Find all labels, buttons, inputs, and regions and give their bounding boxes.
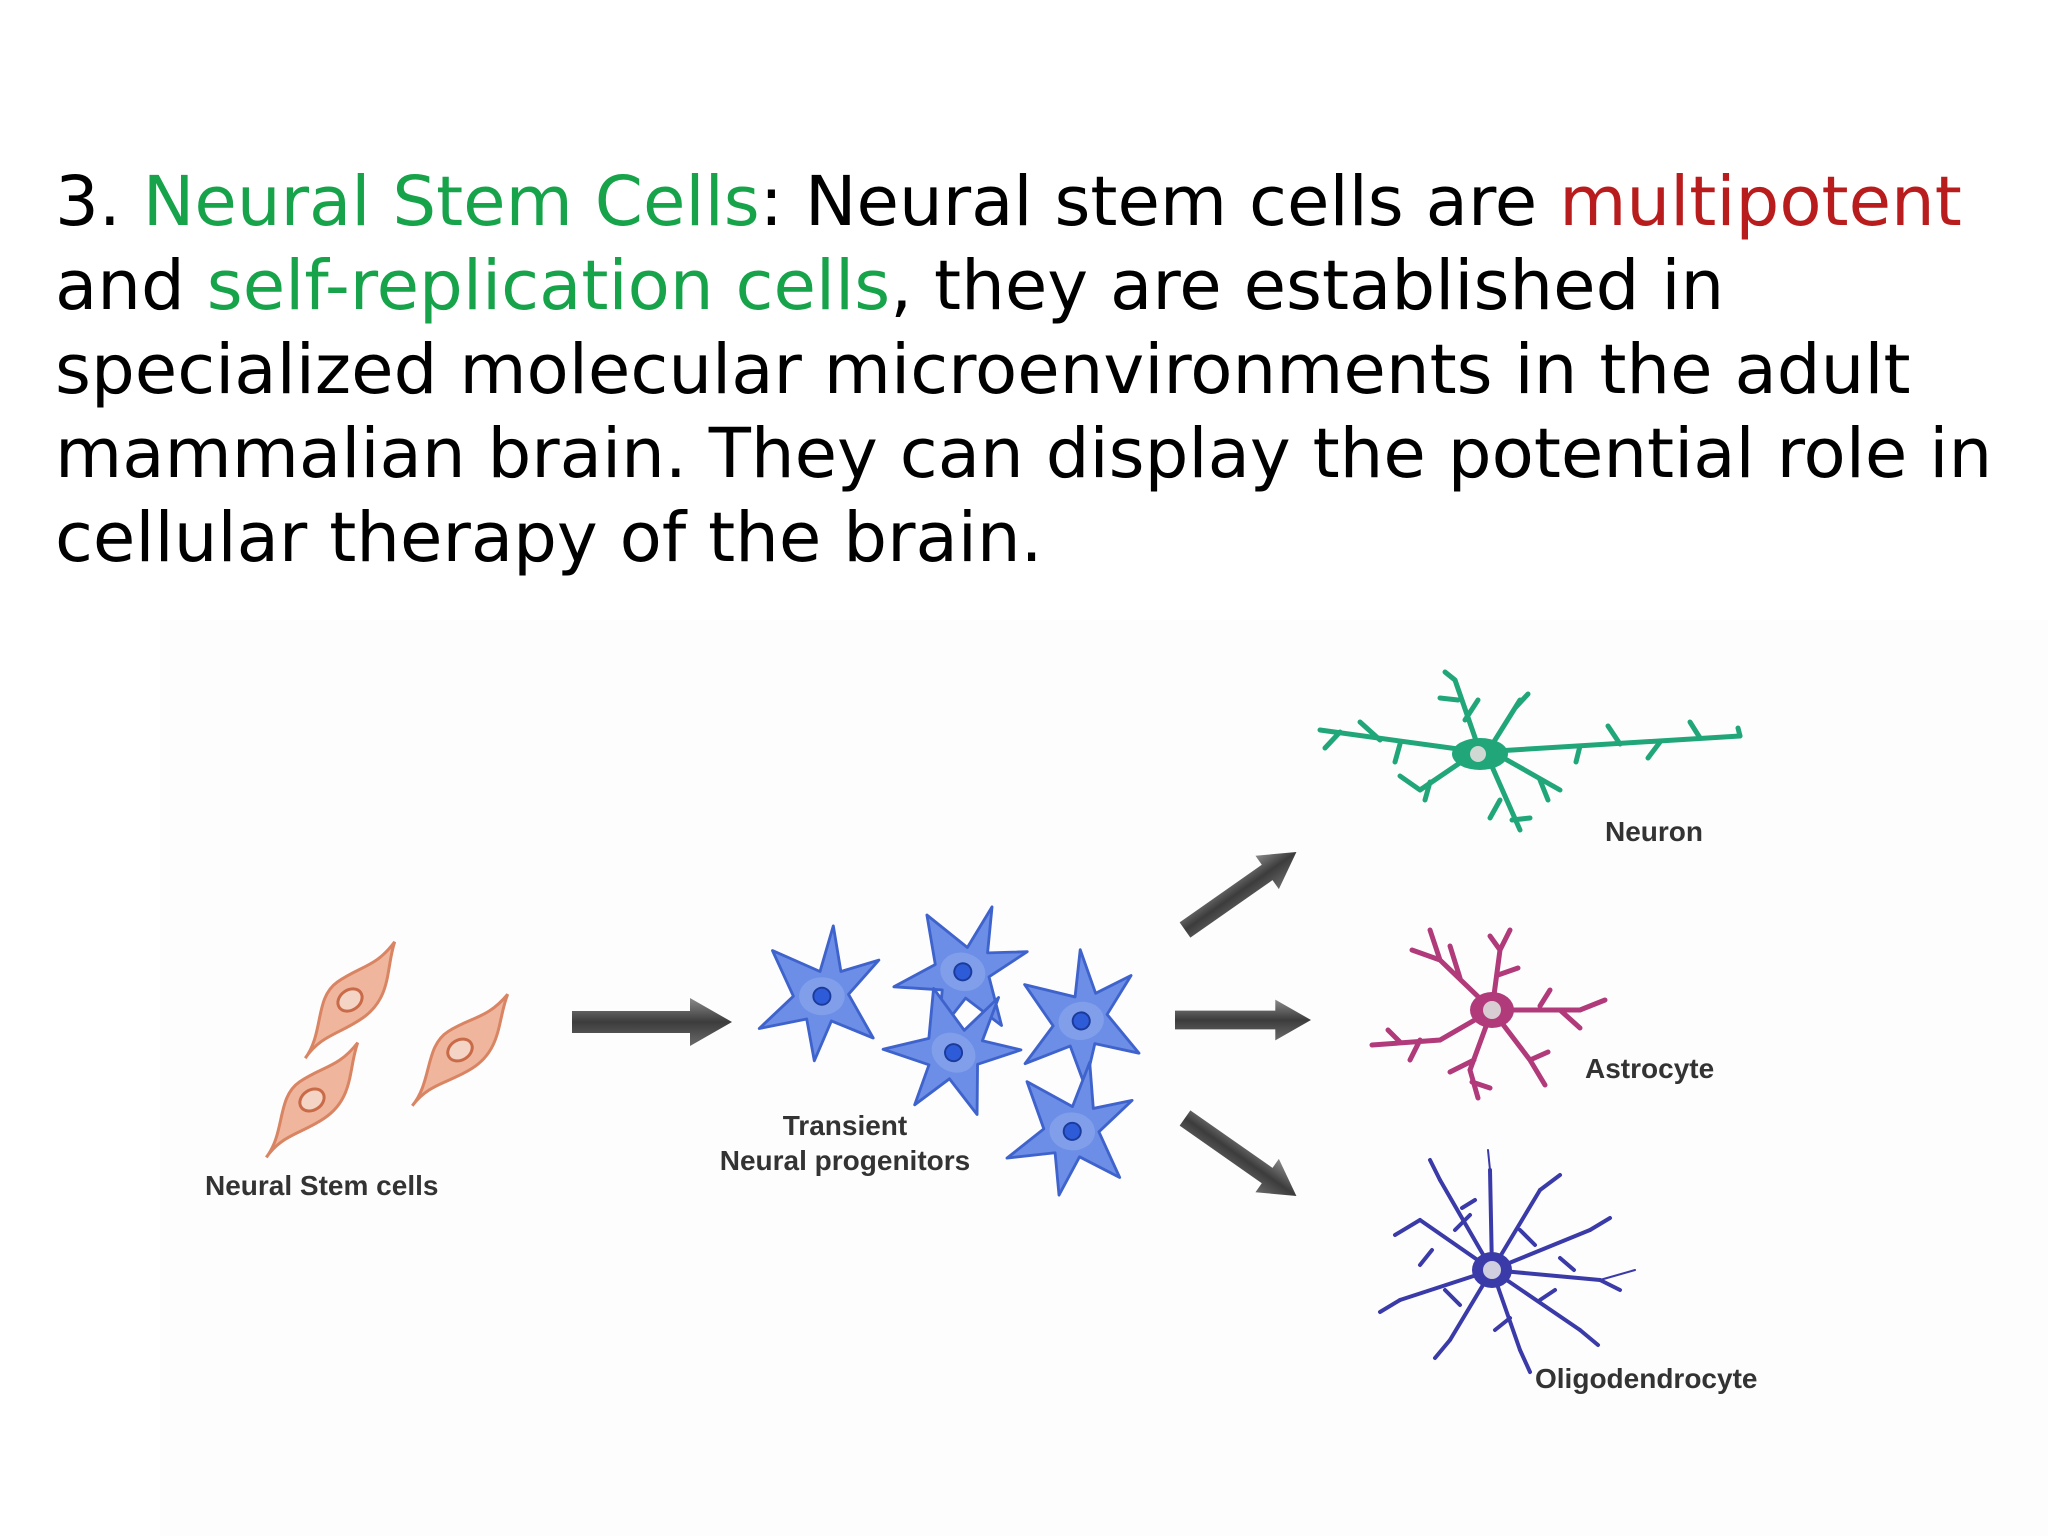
label-astrocyte: Astrocyte [1585, 1053, 1715, 1084]
figure-background [160, 620, 2048, 1536]
label-neural-progenitors: Neural progenitors [719, 1145, 971, 1176]
arrow-to-oligodendrocyte [1173, 1101, 1309, 1213]
arrow-to-progenitors [572, 998, 732, 1046]
term-neural-stem-cells: Neural Stem Cells [142, 162, 760, 242]
neural-stem-cells [240, 940, 533, 1159]
text-segment: and [55, 246, 207, 326]
label-neural-stem-cells: Neural Stem cells [205, 1170, 439, 1201]
arrow-to-astrocyte [1175, 999, 1311, 1041]
term-multipotent: multipotent [1559, 162, 1962, 242]
term-self-replication: self-replication cells [206, 246, 891, 326]
astrocyte-cell [1369, 927, 1608, 1101]
label-oligodendrocyte: Oligodendrocyte [1535, 1363, 1758, 1394]
list-number: 3. [55, 162, 143, 242]
label-neuron: Neuron [1605, 816, 1703, 847]
text-segment: , they are established in specialized mo… [55, 246, 1993, 578]
text-segment: : Neural stem cells are [759, 162, 1560, 242]
label-transient: Transient [782, 1110, 908, 1141]
arrow-to-neuron [1173, 835, 1309, 947]
oligodendrocyte-cell [1378, 1149, 1636, 1374]
neuron-cell [1317, 669, 1743, 833]
body-paragraph: 3. Neural Stem Cells: Neural stem cells … [55, 160, 2015, 580]
